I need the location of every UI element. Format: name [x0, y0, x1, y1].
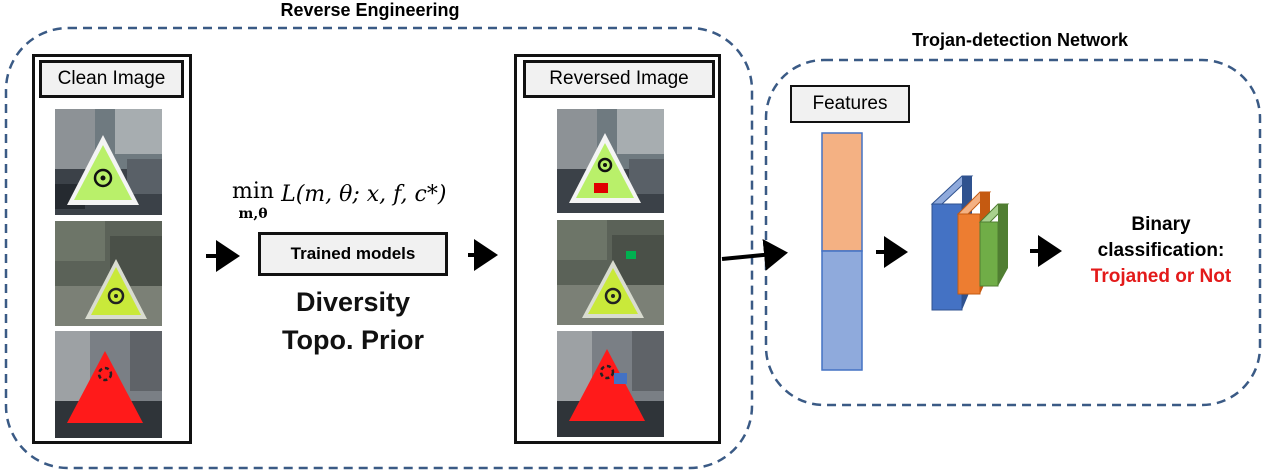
cnn-network-icon: [930, 175, 1010, 311]
clean-image-label: Clean Image: [39, 60, 184, 98]
formula-sub: m,θ: [238, 206, 268, 222]
clean-image-2: [55, 221, 162, 326]
trained-models-box: Trained models: [258, 232, 448, 276]
trojan-detection-title: Trojan-detection Network: [911, 30, 1129, 50]
result-line-3: Trojaned or Not: [1090, 266, 1232, 287]
reversed-image-2: [557, 220, 664, 325]
clean-image-3: [55, 331, 162, 438]
clean-image-1: [55, 109, 162, 215]
trigger-red-square: [594, 183, 608, 193]
features-label: Features: [790, 85, 910, 123]
arrow-reversed-to-features: [721, 239, 788, 271]
reversed-image-1: [557, 109, 664, 213]
diversity-label: Diversity: [295, 287, 411, 317]
topo-prior-label: Topo. Prior: [282, 325, 424, 355]
trojan-detection-group: [764, 58, 1262, 407]
reverse-engineering-group: [4, 26, 754, 470]
reversed-image-label: Reversed Image: [523, 60, 715, 98]
result-line-2: classification:: [1097, 240, 1225, 261]
feature-vector: [821, 132, 863, 371]
trigger-blue-square: [614, 373, 627, 384]
result-line-1: Binary: [1131, 214, 1191, 235]
optimization-formula: min m,θ L(m, θ; x, f, c*): [232, 179, 447, 224]
formula-body: L(m, θ; x, f, c*): [281, 182, 447, 207]
formula-op: min: [232, 179, 275, 204]
reversed-image-3: [557, 331, 664, 437]
binary-classification-result: Binary classification: Trojaned or Not: [1066, 212, 1256, 290]
reverse-engineering-title: Reverse Engineering: [280, 0, 460, 20]
trigger-green-square: [626, 251, 636, 259]
